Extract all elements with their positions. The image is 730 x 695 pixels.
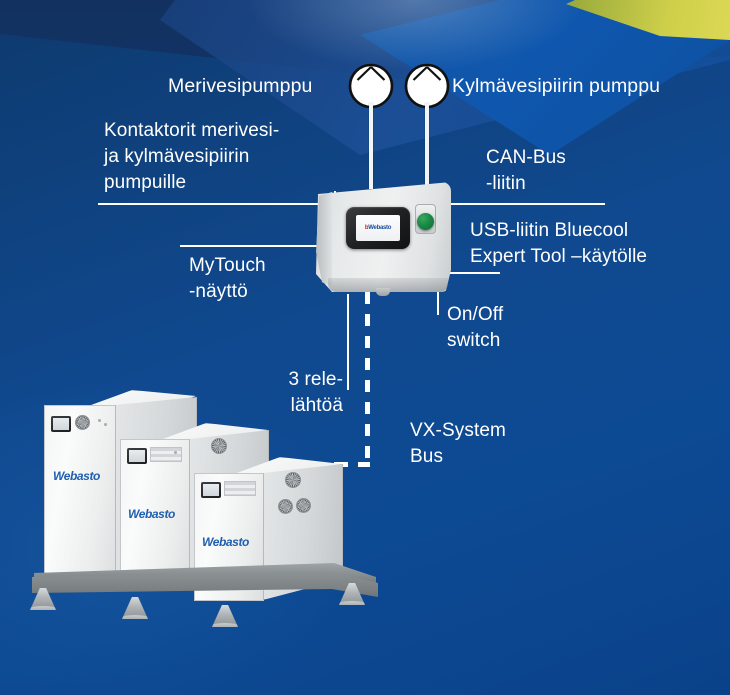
label-usb-connector: USB-liitin Bluecool Expert Tool –käytöll…: [470, 220, 648, 267]
label-mytouch: MyTouch -näyttö: [189, 255, 266, 302]
chiller-small-logo: Webasto: [202, 535, 249, 549]
mount-foot: [212, 605, 238, 627]
chiller-medium-fan: [211, 438, 227, 454]
screen-logo-text: Webasto: [368, 225, 392, 231]
screen-webasto-logo: bWebasto: [365, 225, 391, 231]
chiller-small-panel[interactable]: [201, 482, 221, 498]
label-vx-system-bus: VX-System Bus: [410, 420, 506, 467]
chiller-large-panel[interactable]: [51, 416, 71, 432]
chiller-large-screw: [104, 423, 107, 426]
leader-relay: [347, 294, 349, 390]
chiller-large-screw: [98, 419, 101, 422]
chiller-medium-vents: [150, 447, 182, 462]
pump-seawater-icon: [348, 63, 394, 109]
screen-logo-accent: b: [364, 225, 369, 231]
label-relay-outputs: 3 rele- lähtöä: [288, 369, 343, 416]
chiller-medium-screw: [174, 451, 177, 454]
chiller-small-fan: [278, 499, 293, 514]
mount-foot: [122, 597, 148, 619]
chiller-large-fan: [75, 415, 90, 430]
leader-contactors: [98, 203, 336, 205]
label-can-bus: CAN-Bus -liitin: [486, 147, 566, 194]
chiller-small-fan: [285, 472, 301, 488]
control-box-side: [316, 192, 332, 286]
cable-gland: [376, 288, 390, 296]
vx-bus-line-vertical: [365, 292, 370, 467]
pump-seawater-stem: [369, 103, 373, 189]
chiller-small-vents: [224, 481, 256, 496]
chiller-large-front: [44, 405, 116, 580]
label-contactors: Kontaktorit merivesi- ja kylmävesipiirin…: [104, 120, 280, 193]
label-chilled-pump: Kylmävesipiirin pumppu: [452, 75, 661, 97]
chiller-large-logo: Webasto: [53, 469, 100, 483]
control-box-underside: [328, 278, 448, 292]
label-onoff-switch: On/Off switch: [447, 304, 504, 351]
chiller-assembly: Webasto Webasto Webasto: [24, 385, 394, 655]
mytouch-display-screen[interactable]: bWebasto: [356, 215, 400, 241]
pump-chilled-stem: [425, 103, 429, 189]
background-highlight: [250, 0, 580, 70]
label-seawater-pump: Merivesipumppu: [168, 75, 313, 97]
control-box: bWebasto: [316, 182, 456, 307]
leader-mytouch: [180, 245, 352, 247]
mytouch-display-bezel: bWebasto: [346, 207, 410, 249]
pump-chilled-icon: [404, 63, 450, 109]
chiller-small-fan: [296, 498, 311, 513]
leader-canbus: [450, 203, 605, 205]
onoff-switch-button[interactable]: [417, 213, 434, 230]
leader-usb: [444, 272, 500, 274]
chiller-medium-panel[interactable]: [127, 448, 147, 464]
chiller-medium-logo: Webasto: [128, 507, 175, 521]
